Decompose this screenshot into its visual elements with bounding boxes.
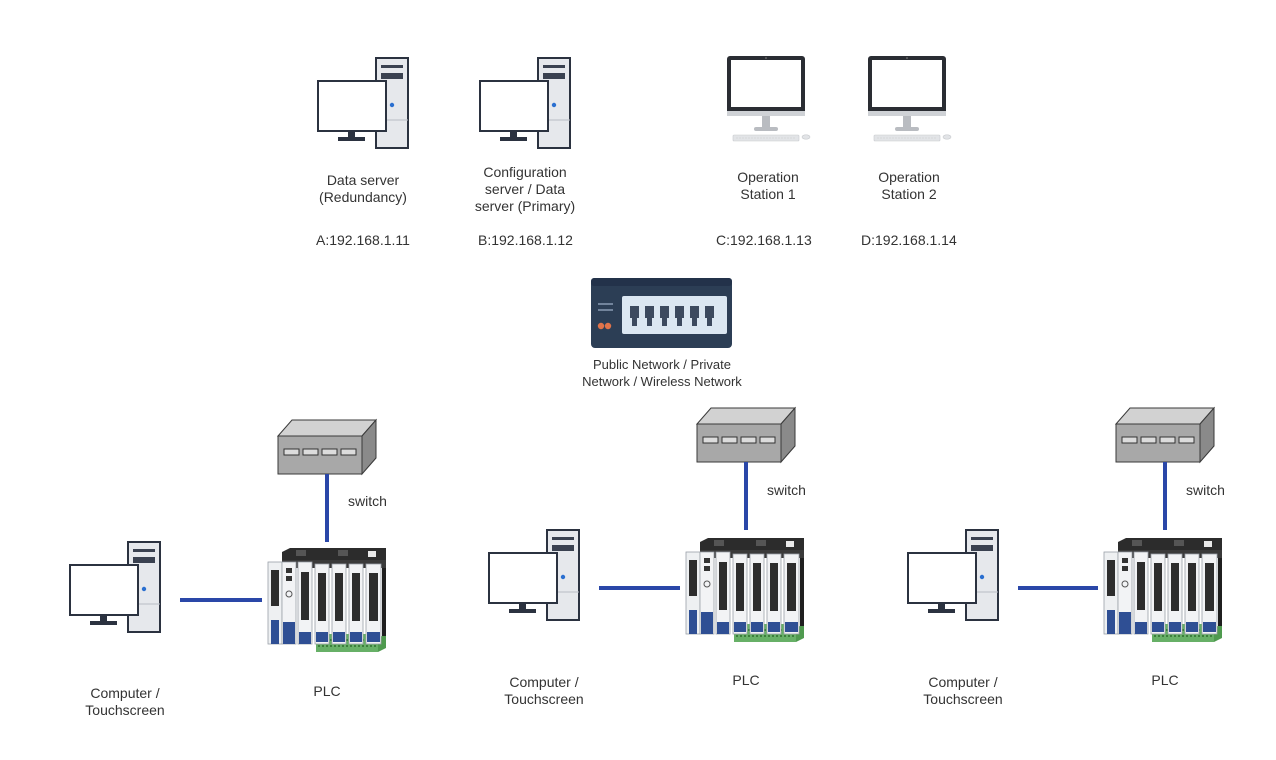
field-computer-1-label: Computer / Touchscreen [85, 685, 165, 718]
field-computer-3-label: Computer / Touchscreen [923, 674, 1003, 707]
switch-3-icon [1115, 407, 1215, 463]
field-computer-1-icon [69, 541, 161, 633]
field-computer-2-label: Computer / Touchscreen [504, 674, 584, 707]
plc-2-icon [685, 537, 805, 643]
plc-3-icon [1103, 537, 1223, 643]
plc-1-label: PLC [313, 683, 341, 699]
plc-3-label: PLC [1151, 672, 1179, 688]
operation-station-2-ip: D:192.168.1.14 [861, 232, 957, 248]
field-computer-2-icon [488, 529, 580, 621]
network-label: Public Network / Private Network / Wirel… [582, 357, 742, 389]
field-computer-3-icon [907, 529, 999, 621]
operation-station-2-label: Operation Station 2 [878, 169, 940, 202]
switch-3-label: switch [1186, 482, 1225, 498]
configuration-server-computer-icon [479, 57, 571, 149]
switch-2-icon [696, 407, 796, 463]
operation-station-2-icon [867, 55, 952, 142]
plc-2-label: PLC [732, 672, 760, 688]
configuration-server-ip: B:192.168.1.12 [478, 232, 573, 248]
data-server-redundancy-computer-icon [317, 57, 409, 149]
network-hub-icon [591, 278, 732, 348]
plc-1-icon [267, 547, 387, 653]
data-server-redundancy-label: Data server (Redundancy) [319, 172, 407, 205]
switch-1-label: switch [348, 493, 387, 509]
data-server-redundancy-ip: A:192.168.1.11 [316, 232, 410, 248]
operation-station-1-ip: C:192.168.1.13 [716, 232, 812, 248]
operation-station-1-icon [726, 55, 811, 142]
configuration-server-label: Configuration server / Data server (Prim… [474, 164, 576, 214]
operation-station-1-label: Operation Station 1 [737, 169, 799, 202]
switch-1-icon [277, 419, 377, 475]
switch-2-label: switch [767, 482, 806, 498]
